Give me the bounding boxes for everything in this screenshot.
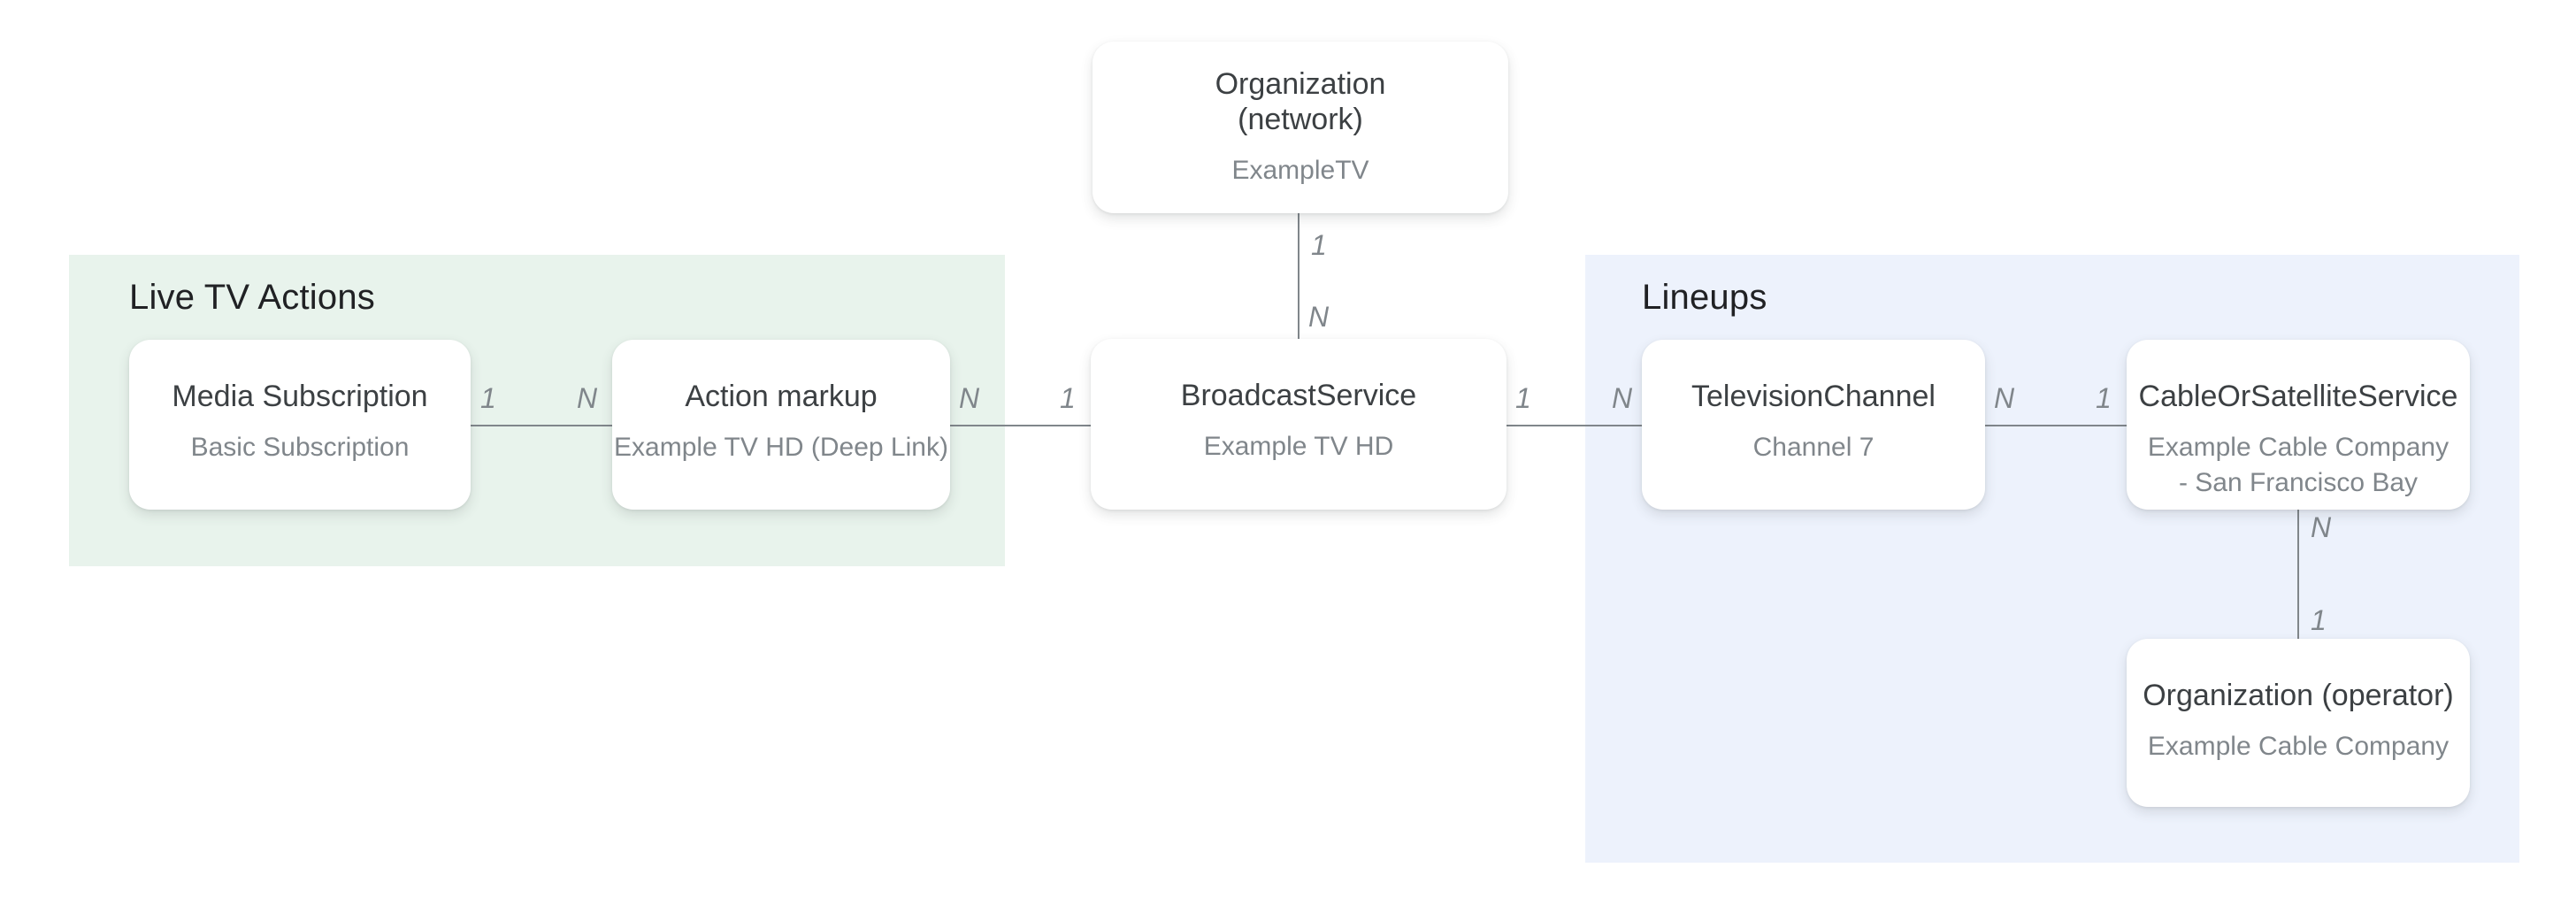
cardinality-label: 1: [2311, 604, 2327, 636]
group-label-live-tv-actions: Live TV Actions: [129, 278, 375, 317]
cardinality-label: N: [2311, 511, 2332, 543]
node-action-markup: Action markup Example TV HD (Deep Link): [612, 340, 950, 510]
edge-televisionchannel-cableorsatelliteservice-line: [1985, 425, 2127, 426]
cardinality-label: N: [1612, 382, 1633, 414]
node-television-channel: TelevisionChannel Channel 7: [1642, 340, 1985, 510]
node-title: Media Subscription: [172, 380, 428, 413]
node-subtitle: Basic Subscription: [190, 433, 410, 462]
node-media-subscription: Media Subscription Basic Subscription: [129, 340, 471, 510]
edge-action-markup-broadcastservice-line: [950, 425, 1091, 426]
cardinality-label: N: [1994, 382, 2015, 414]
cardinality-label: 1: [2096, 382, 2112, 414]
node-cable-or-satellite-service: CableOrSatelliteService Example Cable Co…: [2127, 340, 2470, 510]
edge-organization-network-broadcastservice-line: [1298, 213, 1300, 339]
cardinality-label: 1: [1515, 382, 1531, 414]
edge-cableorsatelliteservice-organization-operator-line: [2297, 510, 2299, 639]
node-title: Organization (network): [1215, 67, 1386, 136]
edge-media-subscription-action-markup-line: [471, 425, 612, 426]
node-broadcast-service: BroadcastService Example TV HD: [1091, 339, 1506, 510]
edge-broadcastservice-televisionchannel-line: [1506, 425, 1642, 426]
node-title: BroadcastService: [1180, 379, 1417, 412]
node-subtitle: Example TV HD: [1203, 432, 1394, 461]
node-organization-network: Organization (network) ExampleTV: [1092, 42, 1508, 213]
cardinality-label: N: [577, 382, 598, 414]
node-subtitle: Example TV HD (Deep Link): [614, 433, 948, 462]
cardinality-label: 1: [480, 382, 496, 414]
node-organization-operator: Organization (operator) Example Cable Co…: [2127, 639, 2470, 807]
node-title: Organization (operator): [2143, 679, 2454, 712]
cardinality-label: N: [959, 382, 980, 414]
node-title: CableOrSatelliteService: [2138, 380, 2458, 413]
node-title: Action markup: [685, 380, 878, 413]
node-title: TelevisionChannel: [1691, 380, 1936, 413]
node-subtitle: Example Cable Company - San Francisco Ba…: [2147, 433, 2450, 497]
group-label-lineups: Lineups: [1642, 278, 1767, 317]
node-subtitle: Example Cable Company: [2147, 732, 2450, 761]
node-subtitle: Channel 7: [1752, 433, 1874, 462]
cardinality-label: N: [1308, 301, 1330, 333]
cardinality-label: 1: [1060, 382, 1076, 414]
node-subtitle: ExampleTV: [1231, 156, 1369, 185]
cardinality-label: 1: [1311, 229, 1327, 261]
